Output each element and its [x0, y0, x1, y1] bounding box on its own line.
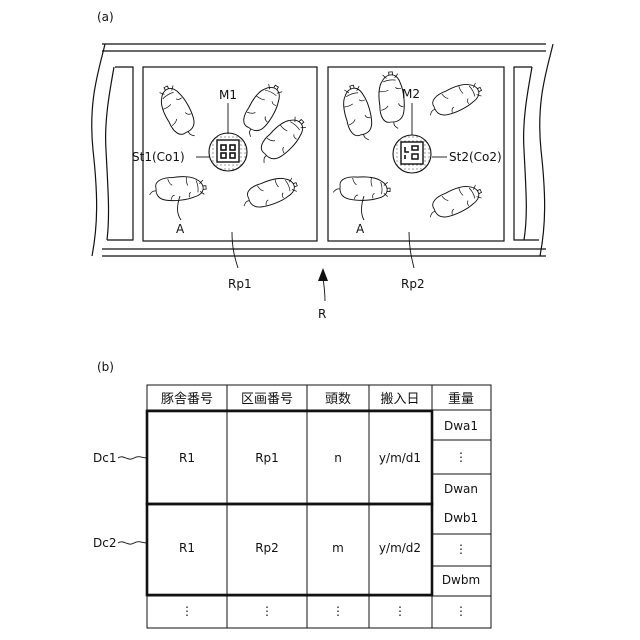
cell-weight-dc1-last: Dwan: [444, 482, 478, 496]
label-r: R: [318, 307, 326, 321]
table-grid: [147, 385, 491, 628]
header-weight: 重量: [448, 391, 474, 407]
group-leader-dc2: [118, 542, 147, 544]
group-label-dc2: Dc2: [93, 536, 116, 550]
group-leader-dc1: [118, 457, 147, 459]
direction-arrowhead: [318, 268, 328, 281]
cell-pen-dc1: Rp1: [255, 451, 279, 465]
feeding-station-1: [209, 133, 247, 171]
cell-weight-dc1-ellipsis: ⋮: [455, 450, 467, 464]
label-a-pen2: A: [356, 222, 365, 236]
cell-barn-dc2: R1: [179, 541, 195, 555]
group-label-dc1: Dc1: [93, 451, 116, 465]
header-arrival-date: 搬入日: [380, 392, 419, 407]
cell-count-dc1: n: [334, 451, 342, 465]
panel-a-label: (a): [97, 10, 114, 24]
cell-count-dc2: m: [332, 541, 344, 555]
header-head-count: 頭数: [325, 392, 351, 407]
label-st1: St1(Co1): [132, 150, 185, 164]
label-st2: St2(Co2): [449, 150, 502, 164]
cell-weight-dc1-first: Dwa1: [444, 419, 478, 433]
cell-weight-dc2-ellipsis: ⋮: [455, 542, 467, 556]
label-a-pen1: A: [176, 222, 185, 236]
cell-barn-dc1: R1: [179, 451, 195, 465]
header-barn-number: 豚舎番号: [161, 392, 213, 407]
cell-date-dc2: y/m/d2: [379, 541, 421, 555]
header-pen-number: 区画番号: [241, 392, 293, 407]
label-m1: M1: [219, 88, 237, 102]
continuation-barn: ⋮: [181, 604, 193, 618]
panel-b-label: (b): [97, 360, 114, 374]
cell-date-dc1: y/m/d1: [379, 451, 421, 465]
label-rp1: Rp1: [228, 277, 252, 291]
continuation-weight: ⋮: [455, 604, 467, 618]
continuation-date: ⋮: [394, 604, 406, 618]
cell-weight-dc2-last: Dwbm: [442, 573, 480, 587]
feeding-station-2: [393, 135, 431, 173]
label-rp2: Rp2: [401, 277, 425, 291]
callout-leaders: [178, 103, 448, 301]
continuation-pen: ⋮: [261, 604, 273, 618]
continuation-count: ⋮: [332, 604, 344, 618]
cell-pen-dc2: Rp2: [255, 541, 279, 555]
cell-weight-dc2-first: Dwb1: [444, 511, 478, 525]
label-m2: M2: [402, 87, 420, 101]
